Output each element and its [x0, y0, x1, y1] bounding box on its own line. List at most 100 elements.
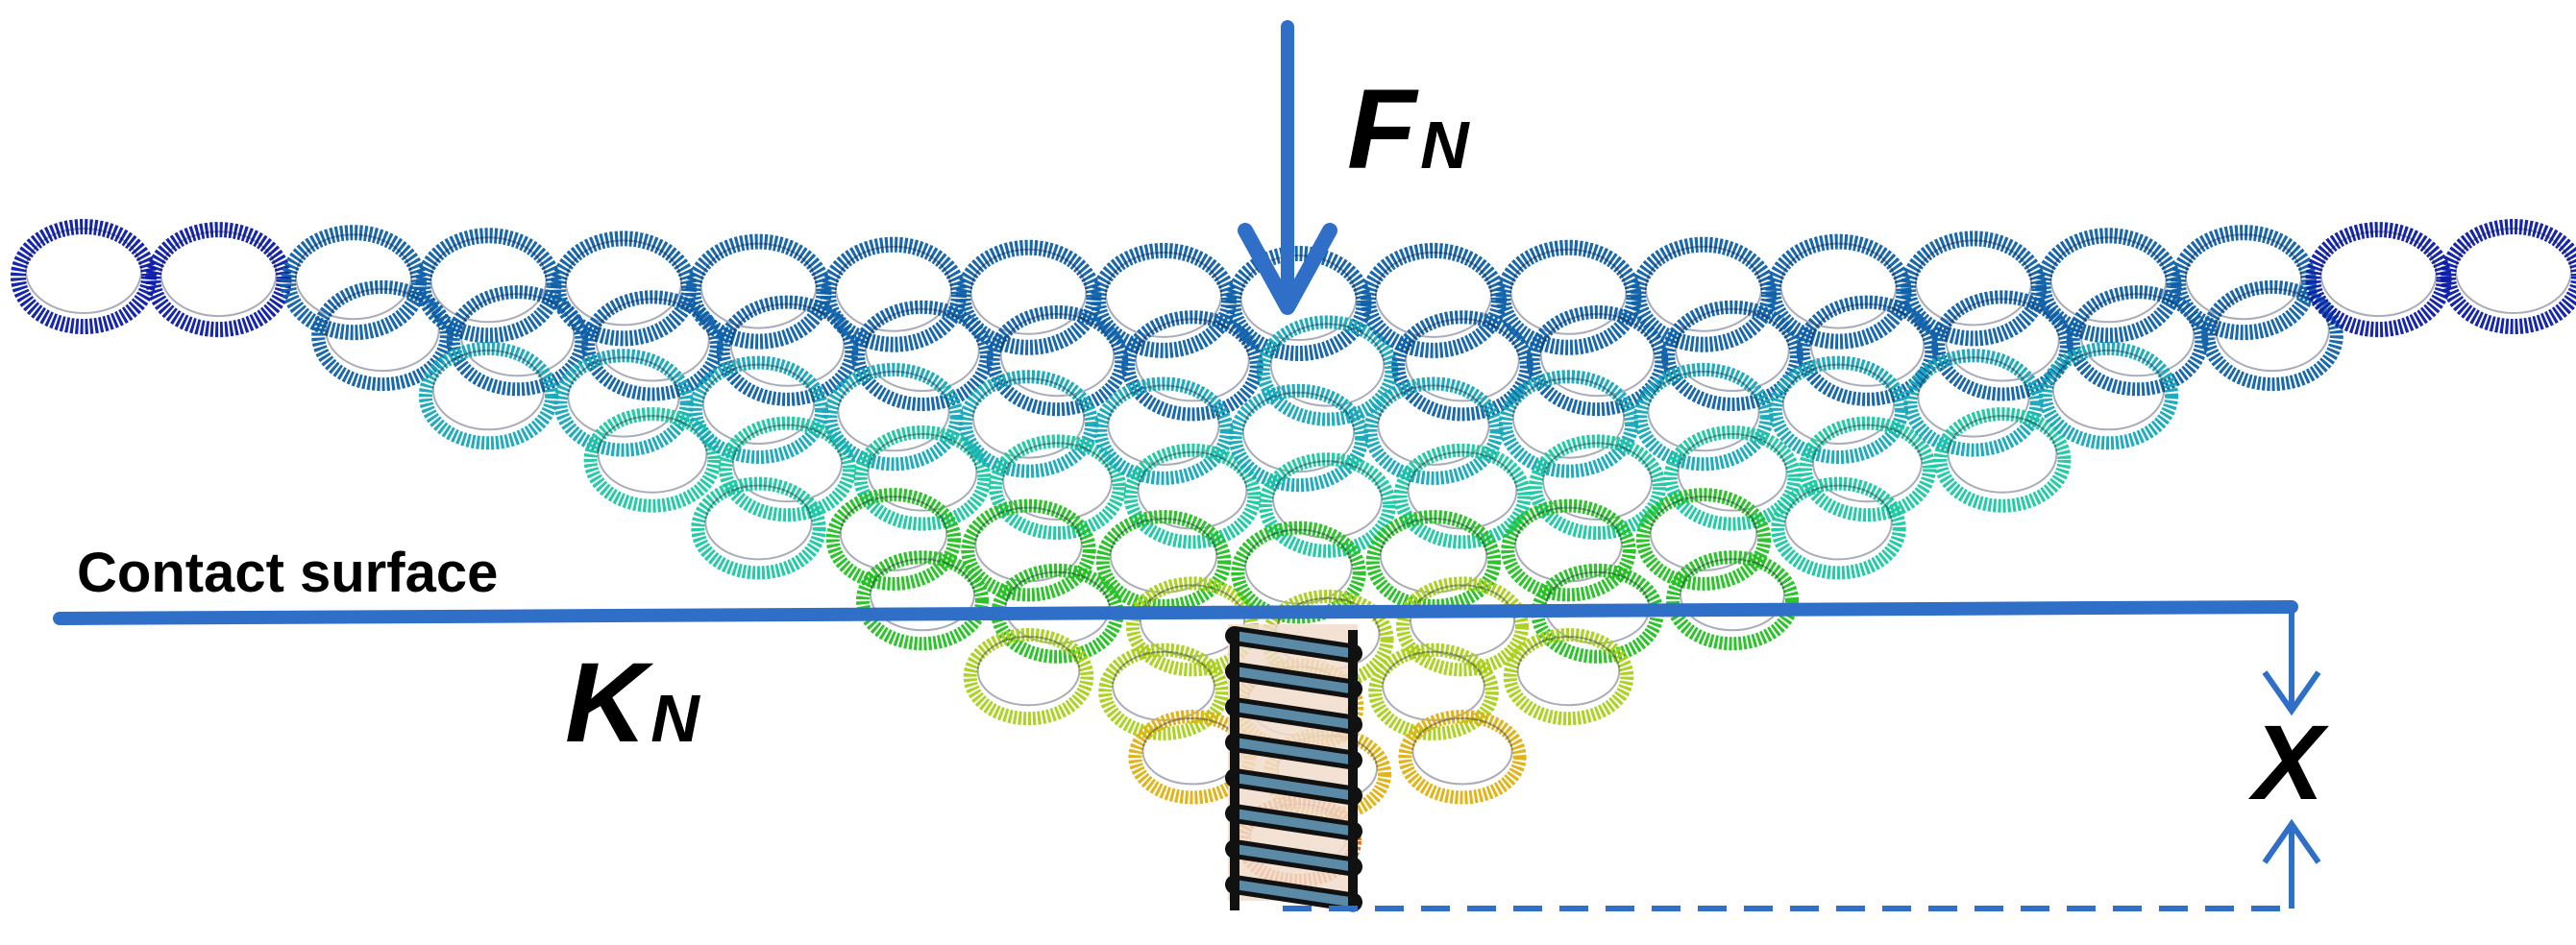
- spring-coil: [1230, 844, 1358, 872]
- displacement-lower-arrowhead: [2262, 818, 2321, 864]
- coil-loop: [856, 550, 989, 651]
- spring-coil: [1230, 880, 1358, 908]
- coil-loop-rim: [2079, 293, 2196, 377]
- coil-loop: [11, 219, 157, 334]
- coil-loop: [145, 222, 292, 338]
- coil-loop-rim: [565, 239, 682, 327]
- coil-spring-icon: [1225, 624, 1362, 912]
- coil-loop: [688, 355, 829, 464]
- coil-loop-rim: [1784, 484, 1893, 561]
- coil-loop-rim: [699, 242, 818, 329]
- force-arrow-head: [1238, 223, 1337, 315]
- coil-loop-rim: [2215, 287, 2330, 373]
- coil-loop-rim: [835, 245, 952, 332]
- coil-loop: [1501, 498, 1636, 602]
- coil-loop: [986, 305, 1129, 417]
- coil-loop: [1123, 443, 1262, 549]
- coil-loop: [1768, 355, 1909, 464]
- coil-loop-rim: [159, 230, 278, 318]
- coil-loop: [415, 228, 562, 344]
- coil-loop-rim: [1917, 356, 2030, 438]
- coil-loop-rim: [2185, 233, 2302, 321]
- coil-loop: [1661, 300, 1803, 411]
- coil-loop: [823, 362, 964, 472]
- coil-loop-rim: [1779, 242, 1898, 329]
- coil-loop-rim: [1002, 442, 1113, 521]
- coil-loop-rim: [870, 558, 975, 632]
- coil-loop: [1261, 590, 1394, 690]
- coil-loop-rim: [1947, 415, 2058, 494]
- coil-loop-rim: [25, 228, 142, 314]
- force-label: FN: [1347, 66, 1470, 193]
- coil-loop-rim: [971, 377, 1086, 459]
- coil-loop: [551, 230, 697, 347]
- coil-loop: [1098, 642, 1229, 740]
- coil-loop: [1666, 550, 1799, 651]
- coil-loop: [311, 279, 454, 392]
- coil-loop: [821, 236, 967, 352]
- coil-loop: [1765, 233, 1912, 350]
- coil-loop: [1391, 310, 1533, 422]
- coil-loop: [581, 290, 724, 401]
- coil-loop-rim: [1375, 251, 1492, 338]
- coil-loop-rim: [1675, 307, 1790, 392]
- coil-loop-rim: [839, 496, 948, 571]
- coil-loop-rim: [1945, 298, 2060, 382]
- coil-loop: [1256, 315, 1399, 426]
- coil-loop: [1095, 510, 1232, 613]
- coil-loop: [1396, 576, 1529, 677]
- coil-loop: [851, 300, 994, 411]
- coil-loop: [1529, 434, 1666, 541]
- coil-loop: [418, 341, 559, 450]
- spring-coils: [1225, 626, 1362, 912]
- contact-surface-line: [53, 600, 2298, 625]
- coil-loop-rim: [2049, 236, 2168, 324]
- coil-loop-rim: [431, 349, 546, 431]
- displacement-label: X: [2247, 704, 2329, 822]
- coil-loop-rim: [429, 236, 548, 324]
- coil-loop-rim: [1649, 496, 1758, 571]
- coil-loop-rim: [729, 303, 846, 387]
- coil-loop: [281, 225, 427, 341]
- coil-loop-rim: [1411, 717, 1513, 786]
- coil-loop: [2201, 279, 2343, 392]
- coil-loop-rim: [976, 636, 1081, 707]
- coil-loop-rim: [1107, 384, 1220, 466]
- coil-loop-rim: [704, 484, 813, 561]
- coil-loop-rim: [1410, 584, 1515, 658]
- coil-loop: [1633, 362, 1774, 472]
- coil-loop: [1903, 349, 2044, 457]
- coil-loop: [1663, 425, 1802, 531]
- coil-loop-rim: [865, 307, 980, 392]
- coil-loop-rim: [1239, 254, 1358, 341]
- coil-loop: [553, 349, 694, 457]
- coil-loop-rim: [969, 248, 1088, 335]
- down-arrow-icon: [1238, 20, 1337, 315]
- coil-loop-rim: [837, 370, 950, 452]
- coil-loop: [853, 425, 992, 531]
- coil-loop: [1225, 246, 1372, 361]
- spring-coil: [1230, 702, 1358, 730]
- coil-loop: [1393, 443, 1532, 549]
- coil-loop-rim: [1511, 377, 1626, 459]
- coil-loop: [2038, 341, 2179, 450]
- coil-loop-rim: [701, 363, 816, 445]
- contact-surface-label: Contact surface: [77, 542, 498, 604]
- coil-loop-rim: [595, 298, 710, 382]
- coil-loop: [1901, 230, 2047, 347]
- coil-loop-rim: [1135, 318, 1250, 402]
- coil-loop: [989, 434, 1126, 541]
- coil-loop: [1631, 236, 1777, 352]
- coil-loop-rim: [1516, 636, 1621, 707]
- coil-loop-rim: [867, 433, 978, 512]
- coil-loop: [1259, 452, 1396, 558]
- coil-loop: [1361, 242, 1507, 358]
- coil-loop-rim: [732, 424, 843, 503]
- coil-loop-rim: [1407, 450, 1518, 530]
- spring-coil: [1230, 666, 1358, 694]
- coil-loop-rim: [1405, 318, 1520, 402]
- coil-loop: [1368, 642, 1499, 740]
- coil-loop-rim: [1539, 313, 1656, 398]
